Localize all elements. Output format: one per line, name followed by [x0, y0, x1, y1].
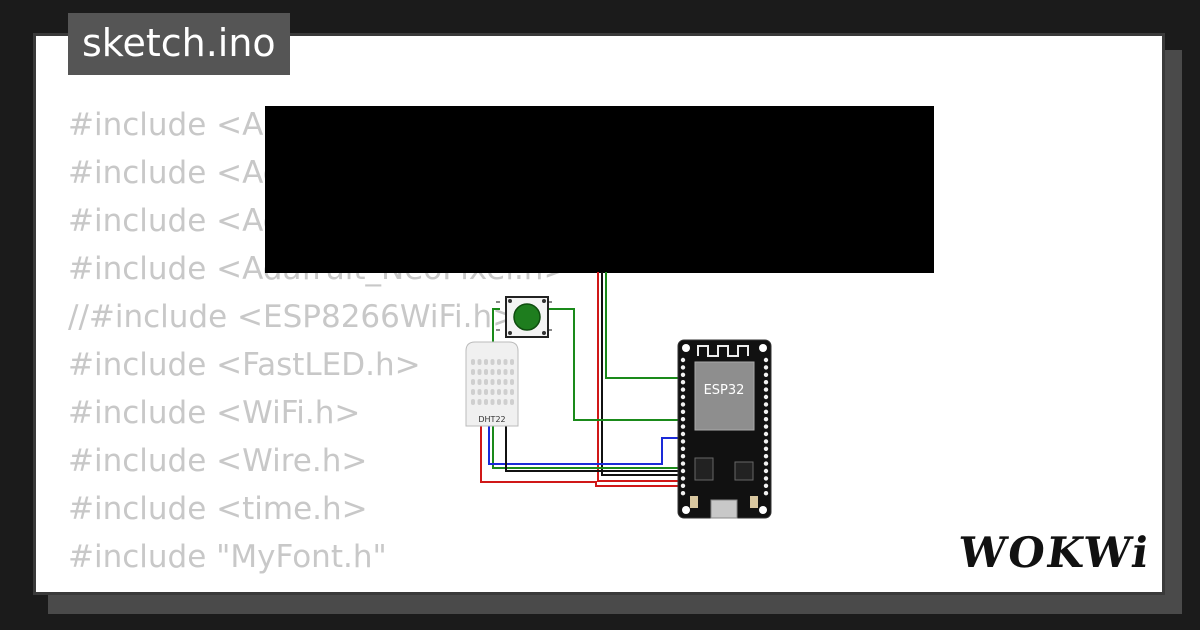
board-pin	[680, 380, 686, 385]
sensor-vent	[510, 389, 514, 395]
code-line: #include <Wire.h>	[68, 443, 368, 479]
sensor-vent	[484, 399, 488, 405]
dht22-sensor: DHT22	[465, 341, 519, 427]
board-pin	[763, 454, 769, 459]
board-pin	[680, 431, 686, 437]
esp32-board: ESP32	[677, 339, 772, 519]
code-line: #include <FastLED.h>	[68, 347, 421, 383]
board-pin	[680, 357, 686, 363]
sensor-vent	[503, 379, 508, 385]
board-pin	[763, 365, 769, 370]
board-pin	[680, 491, 686, 496]
wire-black-display	[601, 272, 684, 476]
board-pin	[680, 468, 686, 474]
pushbutton[interactable]	[496, 296, 552, 338]
code-line: #include <WiFi.h>	[68, 395, 361, 431]
sensor-vent	[490, 369, 495, 375]
sensor-vent	[503, 359, 508, 365]
sensor-vent	[484, 359, 488, 365]
board-pin	[763, 417, 769, 422]
sensor-vent	[471, 389, 475, 395]
wire-blue-sensor	[488, 425, 684, 465]
wokwi-logo: WOKWi	[955, 528, 1154, 577]
sensor-vent	[490, 399, 495, 405]
code-line: //#include <ESP8266WiFi.h>	[68, 299, 519, 335]
sensor-vent	[510, 359, 514, 365]
board-pin	[763, 402, 769, 407]
file-tab[interactable]: sketch.ino	[68, 13, 290, 75]
board-pin	[680, 387, 686, 392]
board-pin	[763, 461, 769, 466]
sensor-vent	[510, 399, 514, 405]
wire-black-sensor	[505, 425, 684, 472]
sensor-vent	[510, 379, 514, 385]
board-pin	[680, 439, 686, 444]
sensor-vent	[471, 379, 475, 385]
board-pin	[680, 409, 686, 414]
board-pin	[680, 417, 686, 422]
sensor-vent	[497, 389, 501, 395]
sensor-vent	[490, 389, 495, 395]
sensor-vent	[490, 379, 495, 385]
sensor-vent	[497, 369, 501, 375]
board-pin	[763, 357, 769, 363]
board-pin	[763, 483, 769, 488]
usb-port	[710, 499, 738, 519]
board-label: ESP32	[704, 383, 745, 398]
sensor-vent	[497, 359, 501, 365]
board-pin	[763, 372, 769, 377]
code-line: #include <time.h>	[68, 491, 368, 527]
board-pin	[680, 402, 686, 407]
board-pin	[763, 446, 769, 451]
sensor-vent	[503, 399, 508, 405]
sensor-vent	[484, 389, 488, 395]
board-pin	[763, 439, 769, 444]
wires	[480, 272, 684, 487]
board-pin	[680, 454, 686, 459]
sensor-vent	[490, 359, 495, 365]
board-pin	[763, 468, 769, 474]
wire-red-sensor	[480, 425, 684, 487]
sensor-vent	[477, 369, 482, 375]
board-pin	[680, 483, 686, 488]
board-pin	[763, 387, 769, 392]
oled-display	[265, 106, 934, 273]
board-pin	[763, 424, 769, 429]
sensor-vent	[477, 389, 482, 395]
board-pin	[680, 372, 686, 377]
board-pin	[763, 394, 769, 400]
board-pin	[680, 424, 686, 429]
wire-green-button-1	[548, 308, 684, 421]
board-pin	[763, 491, 769, 496]
board-pin	[680, 446, 686, 451]
sensor-vent	[484, 379, 488, 385]
sensor-vent	[497, 399, 501, 405]
sensor-vent	[484, 369, 488, 375]
sensor-vent	[471, 399, 475, 405]
wire-red-display	[597, 272, 684, 482]
board-pin	[763, 409, 769, 414]
sensor-label: DHT22	[478, 415, 505, 424]
board-pin	[680, 365, 686, 370]
board-pin	[680, 394, 686, 400]
button-cap	[513, 303, 541, 331]
sensor-vent	[503, 389, 508, 395]
sensor-vent	[477, 399, 482, 405]
sensor-vent	[477, 379, 482, 385]
sensor-vent	[497, 379, 501, 385]
sensor-vent	[471, 359, 475, 365]
board-pin	[680, 476, 686, 481]
sensor-vent	[510, 369, 514, 375]
board-pin	[680, 461, 686, 466]
board-pin	[763, 380, 769, 385]
sensor-vent	[477, 359, 482, 365]
sensor-vent	[503, 369, 508, 375]
code-line: #include "MyFont.h"	[68, 539, 387, 575]
board-pin	[763, 476, 769, 481]
board-pin	[763, 431, 769, 437]
wire-green-display	[605, 272, 684, 379]
sensor-vent	[471, 369, 475, 375]
